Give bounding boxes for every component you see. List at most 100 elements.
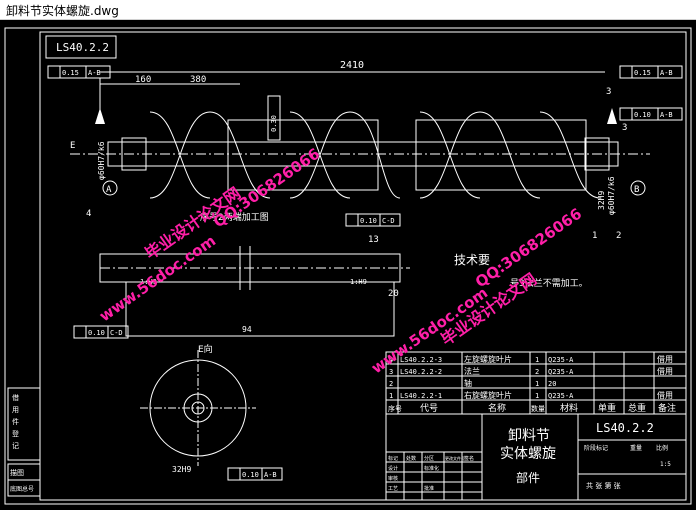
window-title-bar: 卸料节实体螺旋.dwg bbox=[0, 0, 696, 20]
tolerance-frame-top-right: 0.15 A-B bbox=[619, 65, 683, 79]
fit-right: 1:H9 bbox=[350, 278, 367, 286]
svg-text:借: 借 bbox=[12, 393, 19, 402]
svg-text:标准化: 标准化 bbox=[424, 465, 439, 472]
svg-text:1: 1 bbox=[389, 392, 393, 400]
title-subtitle: 部件 bbox=[516, 470, 540, 485]
svg-text:LS40.2.2-2: LS40.2.2-2 bbox=[400, 368, 442, 376]
svg-text:0.10: 0.10 bbox=[634, 111, 651, 119]
sheet-label: 共 张 第 张 bbox=[586, 481, 621, 490]
svg-text:20: 20 bbox=[548, 380, 556, 388]
svg-text:C-D: C-D bbox=[382, 217, 395, 225]
datum-b-circle bbox=[630, 180, 646, 196]
tolerance-frame-bottom-circle: 0.10 A-B bbox=[227, 467, 283, 481]
outer-frame bbox=[4, 27, 692, 505]
svg-text:记: 记 bbox=[12, 442, 19, 450]
svg-text:4: 4 bbox=[389, 356, 393, 364]
dim-3-right-2: 3 bbox=[622, 123, 627, 133]
svg-text:签名: 签名 bbox=[464, 455, 474, 462]
svg-text:序号: 序号 bbox=[388, 404, 402, 413]
e-view-label: E向 bbox=[198, 343, 213, 355]
tolerance-frame-bottom-left: 0.10 C-D bbox=[73, 325, 129, 339]
stage-label: 阶段标记 bbox=[584, 444, 608, 452]
svg-text:A-B: A-B bbox=[660, 69, 673, 77]
title-block bbox=[385, 413, 687, 501]
svg-text:0.10: 0.10 bbox=[88, 329, 105, 337]
bom-rows: 4 LS40.2.2-3 左旋螺旋叶片 1 Q235-A 借用 3 LS40.2… bbox=[389, 354, 673, 400]
note-ref: 序号2两端加工图 bbox=[200, 211, 269, 223]
svg-text:1: 1 bbox=[535, 380, 539, 388]
tech-title: 技术要 bbox=[454, 253, 490, 267]
svg-text:C-D: C-D bbox=[110, 329, 123, 337]
svg-text:Q235-A: Q235-A bbox=[548, 392, 574, 400]
tech-note: 号3法兰不需加工。 bbox=[510, 277, 588, 289]
svg-text:3: 3 bbox=[389, 368, 393, 376]
length-mid: 94 bbox=[242, 325, 252, 334]
svg-text:A: A bbox=[106, 185, 112, 195]
svg-text:A-B: A-B bbox=[264, 471, 277, 479]
svg-text:备注: 备注 bbox=[658, 402, 676, 414]
dim-left-diameter: φ60H7/k6 bbox=[97, 141, 106, 180]
svg-text:0.30: 0.30 bbox=[270, 115, 278, 132]
inner-frame bbox=[39, 31, 687, 501]
window-title: 卸料节实体螺旋.dwg bbox=[6, 4, 119, 18]
svg-text:Q235-A: Q235-A bbox=[548, 356, 574, 364]
svg-text:单重: 单重 bbox=[598, 402, 616, 414]
svg-text:底图总号: 底图总号 bbox=[10, 485, 34, 493]
svg-text:轴: 轴 bbox=[464, 378, 472, 388]
side-block: 借 用 件 登 记 描图 底图总号 bbox=[7, 387, 41, 497]
svg-text:代号: 代号 bbox=[420, 403, 438, 414]
svg-text:数量: 数量 bbox=[531, 404, 545, 413]
dim-20: 20 bbox=[388, 289, 399, 299]
datum-arrow-right bbox=[607, 108, 617, 124]
svg-text:用: 用 bbox=[12, 406, 19, 414]
watermark-group: www.56doc.com 毕业设计论文网 QQ:306826066 www.5… bbox=[96, 145, 585, 378]
svg-text:1: 1 bbox=[535, 356, 539, 364]
dim-380: 380 bbox=[190, 75, 206, 85]
svg-text:右旋螺旋叶片: 右旋螺旋叶片 bbox=[464, 390, 512, 400]
weight-label: 重量 bbox=[630, 444, 642, 452]
leader-2: 2 bbox=[616, 231, 621, 241]
svg-text:0.10: 0.10 bbox=[360, 217, 377, 225]
title-line1: 卸料节 bbox=[508, 428, 550, 444]
svg-text:批准: 批准 bbox=[424, 485, 434, 492]
leader-4: 4 bbox=[86, 209, 91, 219]
cad-drawing: LS40.2.2 0.15 A-B 0.15 A-B 0.10 A-B 2 4 1 0… bbox=[4, 27, 692, 505]
svg-text:总重: 总重 bbox=[628, 402, 646, 414]
e-view-flange bbox=[140, 350, 256, 466]
section-e-label: E bbox=[70, 141, 75, 151]
svg-text:左旋螺旋叶片: 左旋螺旋叶片 bbox=[464, 354, 512, 364]
svg-text:LS40.2.2-3: LS40.2.2-3 bbox=[400, 356, 442, 364]
bom-header: 序号 代号 名称 数量 材料 单重 总重 备注 bbox=[388, 402, 676, 414]
svg-text:A-B: A-B bbox=[88, 69, 101, 77]
spiral-flights bbox=[149, 111, 601, 199]
leader-1: 1 bbox=[592, 231, 597, 241]
bom-table bbox=[385, 351, 687, 415]
svg-text:借用: 借用 bbox=[657, 354, 673, 364]
svg-text:材料: 材料 bbox=[560, 402, 578, 414]
datum-arrow-left bbox=[95, 108, 105, 124]
dim-13: 13 bbox=[368, 235, 379, 245]
drawing-number: LS40.2.2 bbox=[596, 421, 654, 435]
svg-text:登: 登 bbox=[12, 429, 19, 438]
title-line2: 实体螺旋 bbox=[500, 446, 556, 462]
svg-text:审核: 审核 bbox=[388, 475, 398, 482]
cad-viewport[interactable]: LS40.2.2 0.15 A-B 0.15 A-B 0.10 A-B 2 4 1 0… bbox=[0, 20, 696, 510]
scale-label: 比例 bbox=[656, 444, 668, 452]
svg-text:处数: 处数 bbox=[406, 455, 416, 462]
svg-text:借用: 借用 bbox=[657, 366, 673, 376]
svg-text:分区: 分区 bbox=[424, 455, 434, 462]
title-block-cols: 标记 处数 分区 更改文件号 签名 设计 标准化 审核 工艺 批准 bbox=[388, 455, 474, 492]
svg-text:0.15: 0.15 bbox=[634, 69, 651, 77]
svg-text:名称: 名称 bbox=[488, 402, 506, 414]
svg-text:Q235-A: Q235-A bbox=[548, 368, 574, 376]
part-code-box bbox=[45, 35, 117, 59]
svg-text:工艺: 工艺 bbox=[388, 486, 398, 492]
svg-text:描图: 描图 bbox=[10, 468, 24, 477]
svg-text:标记: 标记 bbox=[388, 455, 398, 462]
svg-text:法兰: 法兰 bbox=[464, 366, 480, 376]
svg-text:1: 1 bbox=[535, 392, 539, 400]
fit-left: 1:H9 bbox=[140, 278, 157, 286]
dim-32h9-right: 32H9 bbox=[597, 191, 606, 210]
dim-160: 160 bbox=[135, 75, 151, 85]
dim-right-diameter: φ60H7/k6 bbox=[607, 176, 616, 215]
